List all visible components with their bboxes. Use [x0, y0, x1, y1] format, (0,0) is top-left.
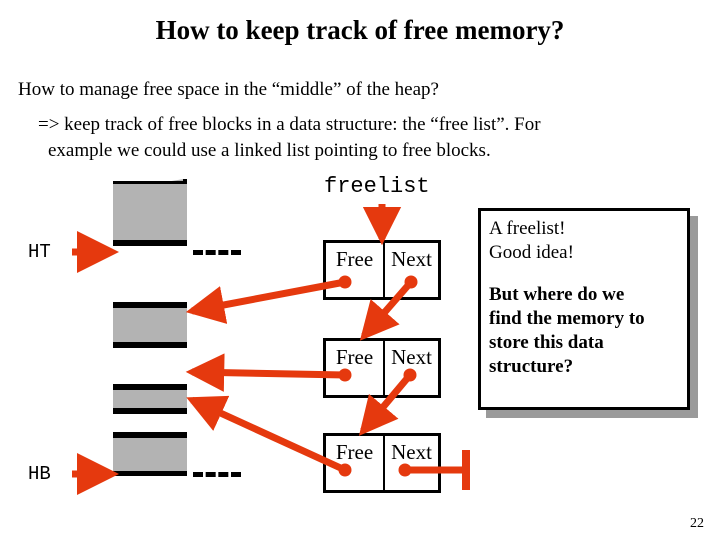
freelist-node: Free Next [323, 433, 441, 493]
freelist-node-next-field: Next [383, 243, 438, 297]
page-title: How to keep track of free memory? [155, 15, 565, 45]
memory-block-free [113, 411, 187, 435]
dashed-guide-bottom [193, 472, 241, 477]
callout-line: find the memory to [489, 308, 645, 329]
memory-block-used [113, 181, 187, 243]
freelist-node: Free Next [323, 338, 441, 398]
heap-memory-column [113, 181, 187, 476]
callout-line: But where do we [489, 284, 625, 305]
callout-line: structure? [489, 356, 574, 377]
memory-block-used [113, 305, 187, 345]
callout-spacer [489, 265, 687, 283]
body-text-line-3: example we could use a linked list point… [48, 140, 491, 161]
body-text-line-1: How to manage free space in the “middle”… [18, 79, 439, 100]
memory-block-free [113, 243, 187, 305]
freelist-node-free-field: Free [335, 345, 374, 369]
body-text-line-2: => keep track of free blocks in a data s… [38, 114, 541, 135]
page-number: 22 [690, 516, 704, 531]
freelist-node-next-field: Next [383, 341, 438, 395]
freelist-node-free-field: Free [335, 440, 374, 464]
heap-bottom-pointer-label: HB [28, 463, 51, 485]
memory-block-used [113, 435, 187, 474]
callout-box: A freelist! Good idea! But where do we f… [478, 208, 690, 410]
dashed-guide-top [193, 250, 241, 255]
freelist-node-free-field: Free [335, 247, 374, 271]
callout-line: A freelist! [489, 218, 566, 239]
freelist-node: Free Next [323, 240, 441, 300]
callout-line: store this data [489, 332, 604, 353]
memory-block-used [113, 387, 187, 411]
freelist-node-next-field: Next [383, 436, 438, 490]
memory-block-free [113, 345, 187, 387]
callout-line: Good idea! [489, 242, 574, 263]
heap-top-pointer-label: HT [28, 241, 51, 263]
heap-column-bottom-rule [113, 472, 187, 476]
freelist-caption: freelist [324, 174, 430, 199]
